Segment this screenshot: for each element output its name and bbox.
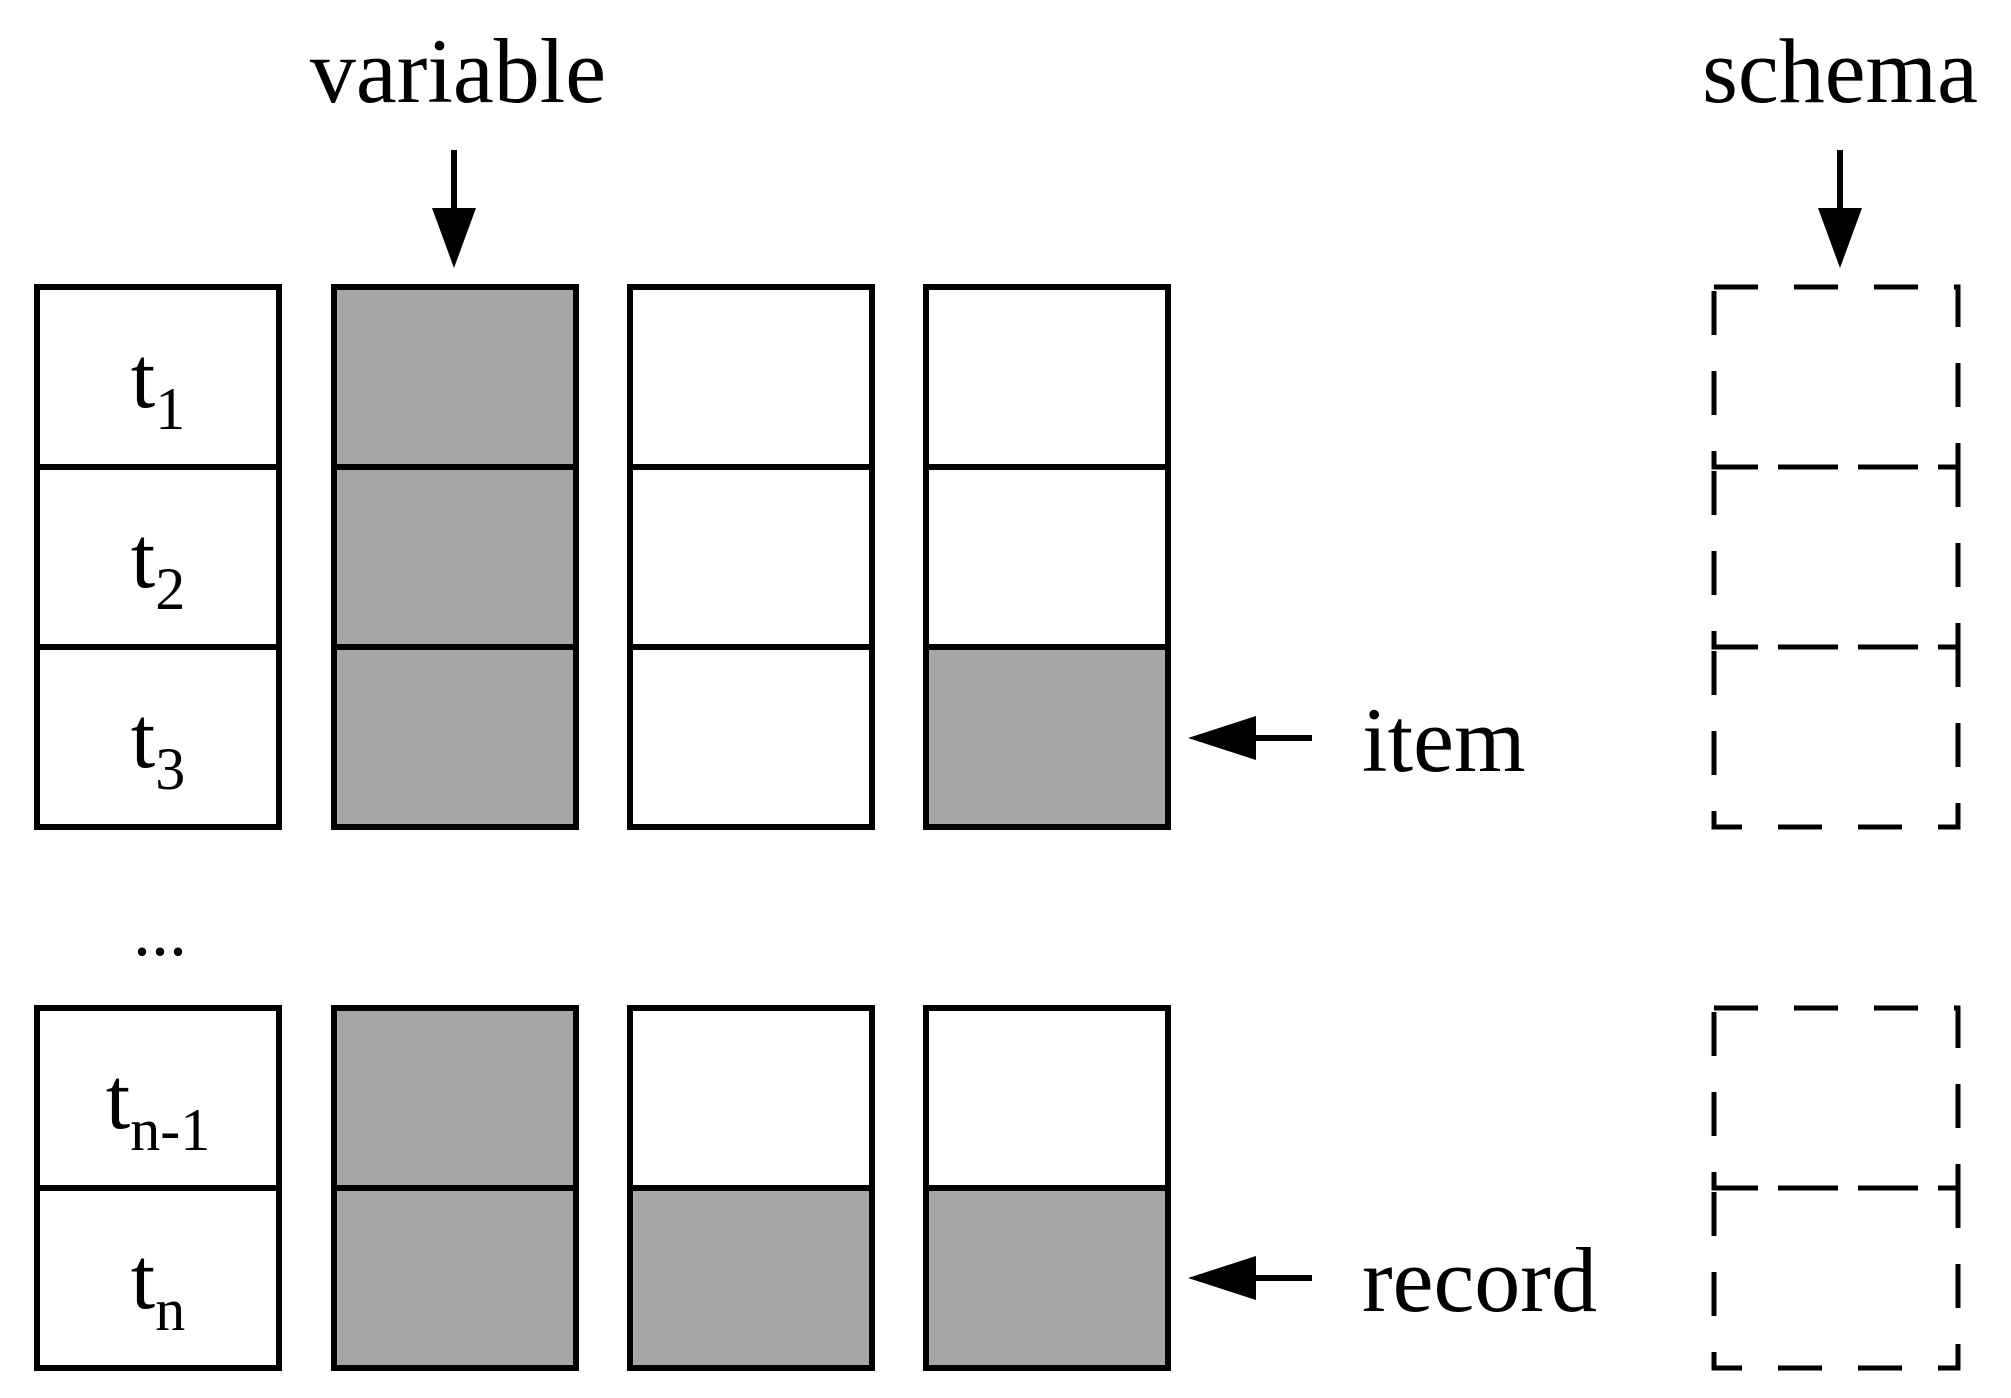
schema-cell (1711, 644, 1961, 830)
item-cell-filled (331, 284, 579, 470)
item-cell-filled (331, 464, 579, 650)
time-cell (34, 644, 282, 830)
item-cell-empty (627, 1005, 875, 1191)
item-cell-empty (923, 464, 1171, 650)
item-label: item (1362, 689, 1526, 791)
time-cell (34, 1005, 282, 1191)
ellipsis-label: ... (133, 891, 187, 971)
time-cell (34, 1185, 282, 1371)
time-label: t3 (131, 690, 185, 802)
item-cell-empty (627, 464, 875, 650)
record-arrow (1188, 1256, 1312, 1300)
variable-arrow (432, 150, 476, 268)
item-cell-empty (627, 644, 875, 830)
item-cell-filled (331, 1005, 579, 1191)
schema-cell (1711, 284, 1961, 470)
item-cell-empty (923, 284, 1171, 470)
item-cell-filled (331, 1185, 579, 1371)
table-grid: t1 t2 t3 tn-1 tn (34, 284, 1961, 1371)
record-label: record (1362, 1229, 1597, 1331)
item-cell-empty (923, 1005, 1171, 1191)
time-label: tn-1 (106, 1051, 210, 1163)
schema-cell (1711, 1005, 1961, 1191)
item-arrow (1188, 716, 1312, 760)
schema-cell (1711, 464, 1961, 650)
item-cell-filled (923, 644, 1171, 830)
item-cell-filled (923, 1185, 1171, 1371)
item-cell-empty (627, 284, 875, 470)
time-label: t2 (131, 510, 185, 622)
time-cell (34, 284, 282, 470)
item-cell-filled (627, 1185, 875, 1371)
time-label: tn (131, 1231, 185, 1343)
schema-cell (1711, 1185, 1961, 1371)
variable-label: variable (310, 20, 606, 122)
item-cell-filled (331, 644, 579, 830)
time-label: t1 (131, 330, 185, 442)
schema-label: schema (1702, 20, 1978, 122)
schema-arrow (1818, 150, 1862, 268)
